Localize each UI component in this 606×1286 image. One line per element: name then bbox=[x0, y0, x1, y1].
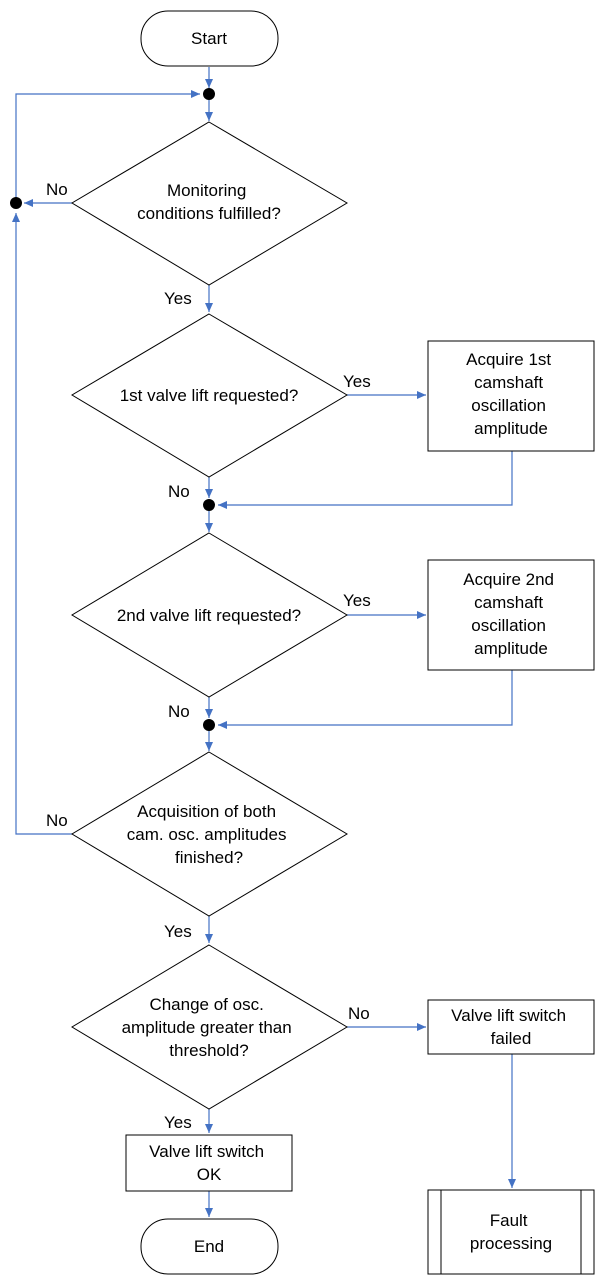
acquire-second-text: Acquire 2nd camshaft oscillation amplitu… bbox=[463, 570, 558, 658]
acquire-first-line-2: camshaft bbox=[474, 373, 543, 392]
switch-ok-line-2: OK bbox=[197, 1165, 222, 1184]
monitoring-yes-label: Yes bbox=[164, 289, 192, 308]
connector-loop-to-top bbox=[15, 90, 200, 203]
switch-failed-line-2: failed bbox=[491, 1029, 532, 1048]
switch-failed-line-1: Valve lift switch bbox=[451, 1006, 566, 1025]
monitoring-decision bbox=[71, 121, 348, 286]
first-no-label: No bbox=[168, 482, 190, 501]
change-text: Change of osc. amplitude greater than th… bbox=[122, 995, 297, 1060]
end-terminal bbox=[140, 1218, 279, 1275]
change-no-label: No bbox=[348, 1004, 370, 1023]
connector-acquire-second-return bbox=[218, 670, 513, 729]
acquire-second-line-2: camshaft bbox=[474, 593, 543, 612]
node-layer bbox=[71, 10, 595, 1275]
acquire-second-line-4: amplitude bbox=[474, 639, 548, 658]
acquire-second-line-3: oscillation bbox=[471, 616, 546, 635]
node-text-layer: Start Monitoring conditions fulfilled? 1… bbox=[117, 29, 571, 1256]
change-line-3: threshold? bbox=[169, 1041, 248, 1060]
acquire-second-line-1: Acquire 2nd bbox=[463, 570, 554, 589]
acquisition-decision bbox=[71, 751, 348, 917]
first-lift-decision bbox=[71, 313, 348, 478]
edge-label-layer: No Yes Yes No Yes No No Yes No Yes bbox=[46, 180, 371, 1132]
monitoring-no-label: No bbox=[46, 180, 68, 199]
junction-layer bbox=[10, 88, 215, 731]
switch-failed-text: Valve lift switch failed bbox=[451, 1006, 571, 1048]
connector-acquire-first-return bbox=[218, 451, 513, 509]
start-terminal bbox=[140, 10, 279, 67]
switch-ok-process bbox=[125, 1134, 293, 1192]
connector-acquisition-no-loop bbox=[12, 213, 72, 835]
acquire-first-line-3: oscillation bbox=[471, 396, 546, 415]
fault-processing-text: Fault processing bbox=[470, 1211, 552, 1253]
acquisition-line-3: finished? bbox=[175, 848, 243, 867]
second-yes-label: Yes bbox=[343, 591, 371, 610]
second-lift-text: 2nd valve lift requested? bbox=[117, 606, 301, 625]
end-label: End bbox=[194, 1237, 224, 1256]
second-no-label: No bbox=[168, 702, 190, 721]
switch-ok-line-1: Valve lift switch bbox=[149, 1142, 264, 1161]
acquisition-text: Acquisition of both cam. osc. amplitudes… bbox=[127, 802, 291, 867]
fault-processing-line-2: processing bbox=[470, 1234, 552, 1253]
acquire-first-line-4: amplitude bbox=[474, 419, 548, 438]
fault-processing-box bbox=[427, 1189, 595, 1275]
monitoring-line-1: Monitoring bbox=[167, 181, 246, 200]
acquisition-line-2: cam. osc. amplitudes bbox=[127, 825, 287, 844]
acquisition-line-1: Acquisition of both bbox=[137, 802, 276, 821]
change-line-2: amplitude greater than bbox=[122, 1018, 292, 1037]
acquisition-yes-label: Yes bbox=[164, 922, 192, 941]
acquire-first-text: Acquire 1st camshaft oscillation amplitu… bbox=[466, 350, 556, 438]
start-label: Start bbox=[191, 29, 227, 48]
switch-ok-text: Valve lift switch OK bbox=[149, 1142, 269, 1184]
fault-processing-subroutine bbox=[427, 1189, 595, 1275]
monitoring-text: Monitoring conditions fulfilled? bbox=[137, 181, 281, 223]
acquire-first-line-1: Acquire 1st bbox=[466, 350, 551, 369]
connector-layer bbox=[12, 67, 516, 1217]
change-decision bbox=[71, 944, 348, 1110]
junction-dot-left-loop bbox=[10, 197, 22, 209]
change-line-1: Change of osc. bbox=[149, 995, 263, 1014]
junction-dot-top bbox=[203, 88, 215, 100]
switch-failed-process bbox=[427, 999, 595, 1055]
second-lift-decision bbox=[71, 532, 348, 698]
acquire-second-process bbox=[427, 559, 595, 671]
fault-processing-line-1: Fault bbox=[490, 1211, 528, 1230]
change-yes-label: Yes bbox=[164, 1113, 192, 1132]
acquire-first-process bbox=[427, 340, 595, 452]
acquisition-no-label: No bbox=[46, 811, 68, 830]
first-lift-text: 1st valve lift requested? bbox=[120, 386, 299, 405]
junction-dot-after-second bbox=[203, 719, 215, 731]
monitoring-line-2: conditions fulfilled? bbox=[137, 204, 281, 223]
first-yes-label: Yes bbox=[343, 372, 371, 391]
junction-dot-after-first bbox=[203, 499, 215, 511]
